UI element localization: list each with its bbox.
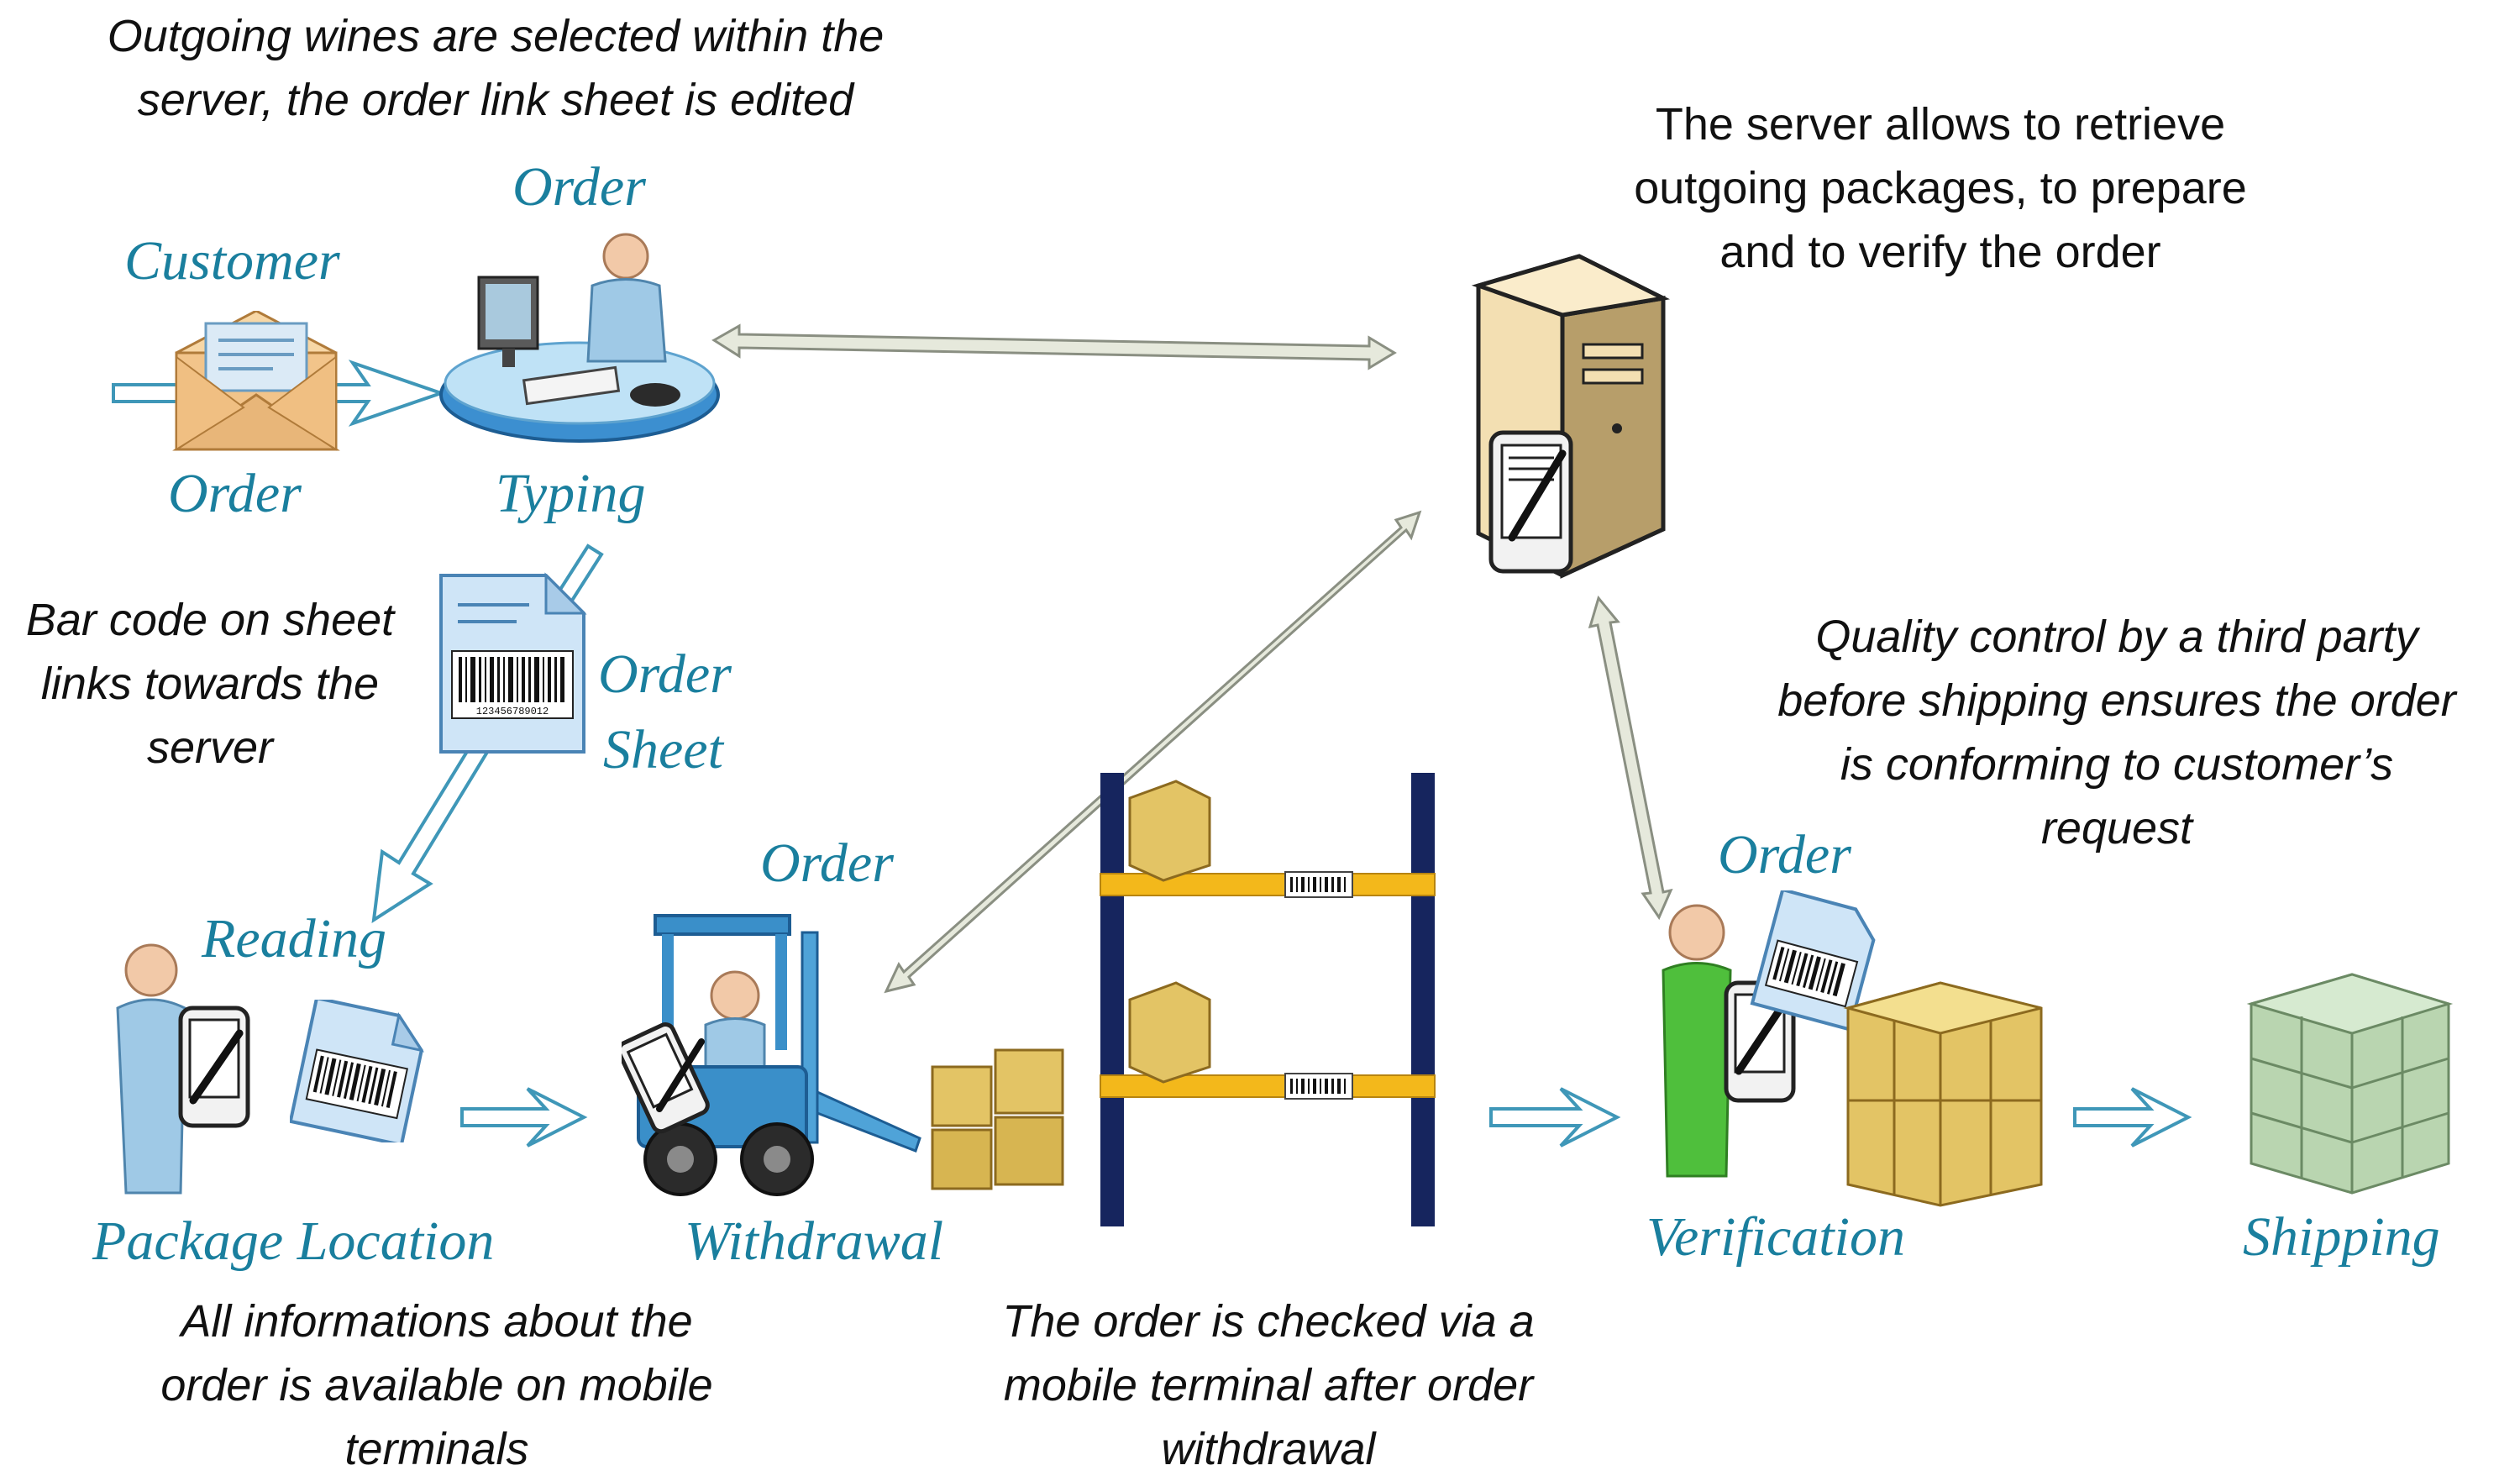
sheet-to-reading-arrow: [371, 738, 491, 923]
typing-desk-icon: [437, 227, 722, 462]
envelope-icon: [172, 311, 340, 454]
note-line: terminals: [344, 1424, 529, 1474]
note-line: and to verify the order: [1719, 227, 2161, 277]
note-line: The order is checked via a: [1002, 1296, 1535, 1347]
label-shipping: Shipping: [2243, 1206, 2440, 1268]
boxes-withdrawal-icon: [924, 1033, 1075, 1201]
reading-sheet-icon: [290, 1000, 424, 1142]
note-line: links towards the: [40, 659, 380, 709]
note-quality: Quality control by a third party before …: [1730, 605, 2503, 860]
flow-arrow-1: [460, 1087, 588, 1148]
reader-person-icon: [101, 941, 269, 1210]
note-line: order is available on mobile: [160, 1360, 713, 1410]
verification-person-icon: [1642, 890, 1894, 1193]
label-withdrawal-order: Order: [760, 832, 894, 894]
label-reading: Reading: [202, 908, 386, 969]
note-line: is conforming to customer’s: [1840, 739, 2394, 790]
label-withdrawal: Withdrawal: [685, 1211, 944, 1272]
boxes-verification-icon: [1840, 974, 2050, 1210]
note-server: The server allows to retrieve outgoing p…: [1520, 92, 2360, 284]
note-line: Outgoing wines are selected within the: [107, 11, 885, 61]
label-typing: Typing: [496, 463, 646, 524]
flow-arrow-2: [1489, 1087, 1621, 1148]
barcode-number-text: 123456789012: [476, 706, 549, 717]
note-line: server: [146, 722, 274, 773]
storage-rack-icon: [1092, 773, 1453, 1226]
note-line: Bar code on sheet: [25, 595, 395, 645]
note-mobile-info: All informations about the order is avai…: [101, 1289, 773, 1481]
pallet-icon: [2234, 966, 2461, 1201]
order-sheet-icon: 123456789012: [437, 571, 588, 756]
label-verification: Verification: [1646, 1206, 1905, 1268]
note-line: The server allows to retrieve: [1655, 99, 2226, 150]
server-withdrawal-connector: [884, 510, 1422, 994]
note-line: All informations about the: [181, 1296, 693, 1347]
note-checked: The order is checked via a mobile termin…: [932, 1289, 1604, 1481]
server-typing-connector: [711, 323, 1397, 370]
label-package-location: Package Location: [92, 1211, 495, 1272]
label-sheet: Sheet: [603, 719, 723, 780]
note-line: request: [2040, 803, 2193, 853]
label-typing-order: Order: [512, 156, 646, 218]
note-barcode: Bar code on sheet links towards the serv…: [0, 588, 420, 780]
label-customer-order: Order: [168, 463, 302, 524]
note-line: withdrawal: [1161, 1424, 1376, 1474]
label-verification-order: Order: [1718, 824, 1851, 885]
note-line: outgoing packages, to prepare: [1634, 163, 2247, 213]
note-line: server, the order link sheet is edited: [137, 75, 854, 125]
note-top-left: Outgoing wines are selected within the s…: [34, 4, 958, 132]
server-verification-connector: [1588, 595, 1673, 921]
flow-arrow-3: [2073, 1087, 2192, 1148]
note-line: mobile terminal after order: [1003, 1360, 1534, 1410]
server-icon: [1453, 252, 1680, 588]
note-line: Quality control by a third party: [1815, 612, 2418, 662]
forklift-icon: [622, 899, 932, 1218]
label-customer: Customer: [124, 230, 340, 291]
label-sheet-order: Order: [598, 643, 732, 705]
note-line: before shipping ensures the order: [1777, 675, 2456, 726]
